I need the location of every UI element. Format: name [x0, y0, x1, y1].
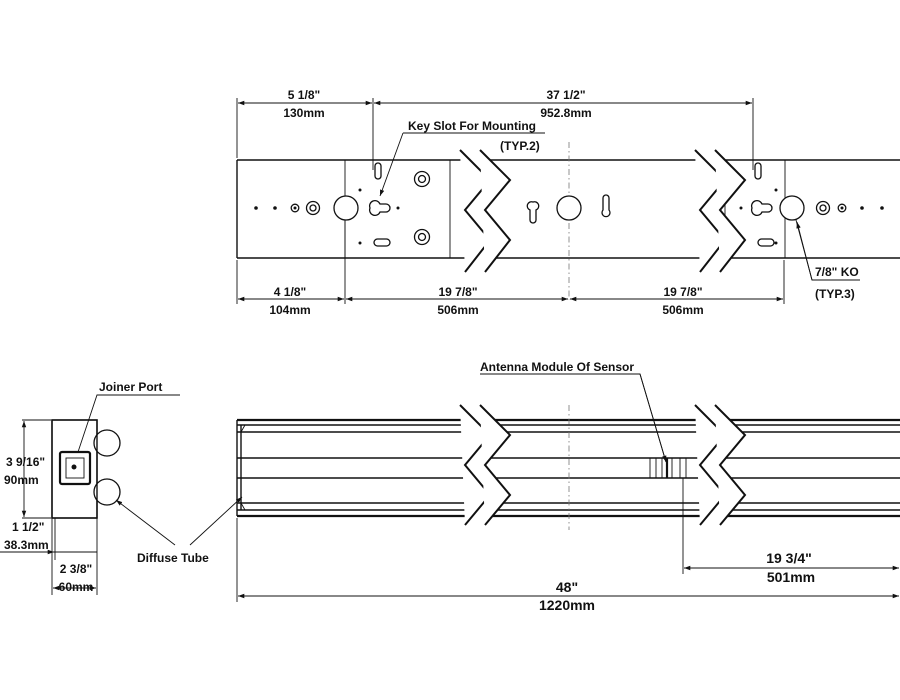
- dim-left-inch: 5 1/8": [288, 88, 320, 102]
- dim-bottom-right-mm: 506mm: [662, 303, 703, 317]
- length-inch: 48": [556, 579, 578, 595]
- end-view: Joiner Port 3 9/16" 90mm 1 1/2" 38.3mm 2…: [0, 380, 243, 595]
- height-inch: 3 9/16": [6, 455, 45, 469]
- joiner-port-label: Joiner Port: [99, 380, 162, 394]
- diffuse-tube-top: [93, 429, 121, 457]
- dim-span-inch: 37 1/2": [546, 88, 585, 102]
- antenna-module: [649, 457, 687, 479]
- joiner-port: [58, 450, 92, 486]
- ko-label: 7/8" KO: [815, 265, 859, 279]
- top-view: 5 1/8" 130mm 37 1/2" 952.8mm Key Slot Fo…: [236, 88, 900, 317]
- side-view: Antenna Module Of Sensor 19 3/4" 501mm 4…: [236, 360, 900, 613]
- lower-inch: 1 1/2": [12, 520, 44, 534]
- dim-bottom-mid-mm: 506mm: [437, 303, 478, 317]
- dim-bottom-mid-inch: 19 7/8": [438, 285, 477, 299]
- dim-bottom-left-inch: 4 1/8": [274, 285, 306, 299]
- key-slot-left: [374, 162, 382, 180]
- dim-left-mm: 130mm: [283, 106, 324, 120]
- height-mm: 90mm: [4, 473, 39, 487]
- knockout-left: [333, 195, 359, 221]
- sensor-dim-inch: 19 3/4": [766, 550, 812, 566]
- width-inch: 2 3/8": [60, 562, 92, 576]
- dim-bottom-right-inch: 19 7/8": [663, 285, 702, 299]
- lower-mm: 38.3mm: [4, 538, 49, 552]
- knockout-center: [556, 195, 582, 221]
- width-mm: 60mm: [59, 580, 94, 594]
- dim-span-mm: 952.8mm: [540, 106, 591, 120]
- diffuse-tube-bottom: [93, 478, 121, 506]
- length-mm: 1220mm: [539, 597, 595, 613]
- diffuse-tube-label: Diffuse Tube: [137, 551, 209, 565]
- key-slot-right: [754, 162, 762, 180]
- dim-bottom-left-mm: 104mm: [269, 303, 310, 317]
- keyslot-typ: (TYP.2): [500, 139, 540, 153]
- keyslot-label: Key Slot For Mounting: [408, 119, 536, 133]
- antenna-label: Antenna Module Of Sensor: [480, 360, 634, 374]
- sensor-dim-mm: 501mm: [767, 569, 815, 585]
- ko-typ: (TYP.3): [815, 287, 855, 301]
- knockout-right: [779, 195, 805, 221]
